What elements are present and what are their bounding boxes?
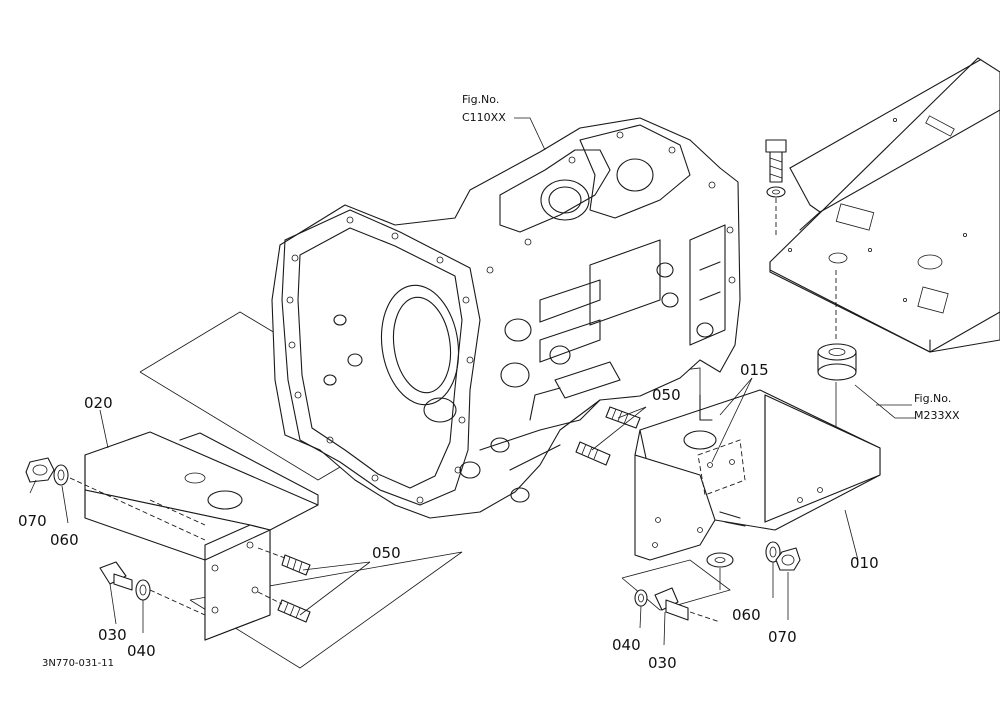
callout-060-right: 060 (732, 606, 761, 624)
callout-060-left: 060 (50, 531, 79, 549)
fasteners-left (25, 457, 151, 601)
callout-050-upper: 050 (652, 386, 681, 404)
callout-030-left: 030 (98, 626, 127, 644)
callout-015: 015 (740, 361, 769, 379)
callout-030-right: 030 (648, 654, 677, 672)
callout-020: 020 (84, 394, 113, 412)
reference-label-c110xx: Fig.No. C110XX (462, 93, 506, 124)
fig-code-c110xx: C110XX (462, 111, 506, 124)
figure-id: 3N770-031-11 (42, 658, 114, 669)
rubber-mount (817, 270, 857, 452)
fig-code-m233xx: M233XX (914, 409, 960, 422)
transmission-case (271, 117, 741, 519)
callout-010: 010 (850, 554, 879, 572)
callout-040-right: 040 (612, 636, 641, 654)
frame-bolt (765, 139, 787, 236)
callout-070-left: 070 (18, 512, 47, 530)
fig-label-c110xx: Fig.No. (462, 93, 499, 106)
bracket-010 (634, 389, 881, 590)
fig-label-m233xx: Fig.No. (914, 392, 951, 405)
callout-040-left: 040 (127, 642, 156, 660)
studs-050-right (575, 406, 641, 466)
fasteners-right (634, 541, 801, 623)
callout-070-right: 070 (768, 628, 797, 646)
bracket-020 (69, 431, 319, 641)
frame-part (769, 57, 1000, 353)
callout-050-lower: 050 (372, 544, 401, 562)
reference-label-m233xx: Fig.No. M233XX (914, 392, 960, 422)
leader-lines (29, 117, 915, 646)
